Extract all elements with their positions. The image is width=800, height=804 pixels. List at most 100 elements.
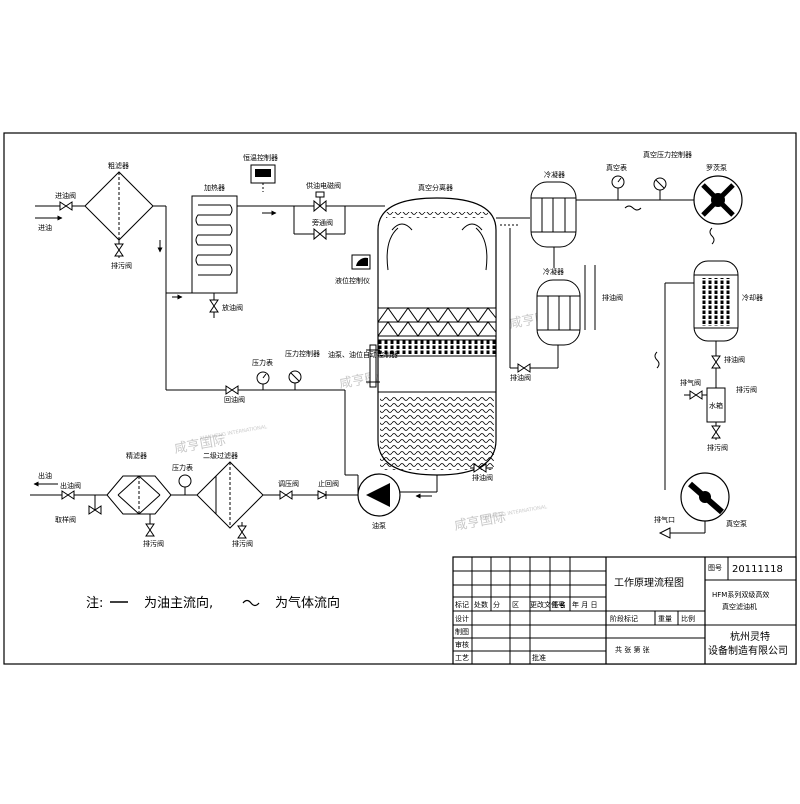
drawing-no: 20111118 [732, 564, 783, 575]
vacuum-gauge-label: 真空表 [606, 163, 627, 172]
row-change: 更改文件号 [530, 600, 565, 609]
water-drain-label: 排污阀 [707, 443, 728, 452]
company-name: 杭州灵特 [730, 630, 770, 643]
heater-drain-label: 放油阀 [222, 303, 243, 312]
row-mark: 标记 [455, 600, 469, 609]
exhaust-label: 排气口 [654, 515, 675, 524]
vacuum-pump-label: 真空泵 [726, 519, 747, 528]
row-label-process: 工艺 [455, 654, 469, 662]
water-box-label: 水箱 [709, 401, 723, 410]
row-sign: 签名 [552, 600, 566, 609]
check-valve-label: 止回阀 [318, 479, 339, 488]
coarse-filter [84, 171, 154, 241]
row-label-review: 审核 [455, 640, 469, 649]
level-gauge [366, 344, 380, 388]
legend-note: 注: 为油主流向, 为气体流向 [86, 595, 340, 611]
condenser-2-label: 冷凝器 [543, 267, 564, 276]
condenser-1 [530, 181, 577, 248]
secondary-filter-drain-label: 排污阀 [232, 539, 253, 548]
watermark-1-sub: XIANHENG INTERNATIONAL [199, 424, 267, 442]
coarse-drain-label: 排污阀 [111, 261, 132, 270]
vacuum-pump [680, 472, 730, 522]
row-section: 分 [493, 600, 500, 609]
row-label-approve: 批准 [532, 653, 546, 662]
sheet-label: 共 张 第 张 [615, 645, 650, 654]
temp-controller[interactable] [250, 164, 276, 184]
oil-pump-label: 油泵 [372, 521, 386, 530]
vent-valve[interactable] [689, 390, 703, 400]
condenser-2 [536, 279, 581, 346]
temp-controller-label: 恒温控制器 [243, 153, 278, 162]
separator-drain-label: 排油阀 [472, 473, 493, 482]
vacuum-separator [377, 197, 497, 476]
level-gauge-label: 油泵、油位自动控制器 [328, 350, 398, 359]
fine-filter-label: 精滤器 [126, 451, 147, 460]
vacuum-separator-label: 真空分离器 [418, 183, 453, 192]
oil-inlet-valve-label: 进油阀 [55, 191, 76, 200]
note-oil: 为油主流向, [144, 595, 213, 611]
weight-label: 重量 [658, 615, 672, 623]
heater-drain-valve[interactable] [209, 299, 219, 313]
solenoid-valve[interactable] [313, 191, 327, 213]
oil-inlet-valve[interactable] [59, 201, 73, 211]
cooler-drain-valve[interactable] [711, 355, 721, 369]
row-count: 处数 [474, 600, 488, 609]
title-block [452, 556, 797, 665]
outlet-valve[interactable] [61, 490, 75, 500]
cooler [693, 260, 739, 342]
fine-filter [106, 475, 172, 515]
product-name: HFM系列双级高效 [712, 590, 769, 599]
condenser-drain-valve[interactable] [517, 363, 531, 373]
drawing-no-label: 图号 [708, 564, 722, 572]
cooler-label: 冷却器 [742, 293, 763, 302]
row-zone: 区 [512, 601, 519, 609]
outlet-label: 出油 [38, 471, 52, 480]
secondary-filter-drain-valve[interactable] [237, 525, 247, 539]
sample-valve-label: 取样阀 [55, 515, 76, 524]
row-label-draw: 制图 [455, 627, 469, 636]
separator-drain-valve[interactable] [473, 463, 487, 473]
sample-valve[interactable] [88, 505, 102, 515]
cooler-drain-label: 排油阀 [602, 293, 623, 302]
note-prefix: 注: [86, 596, 103, 611]
return-valve[interactable] [225, 385, 239, 395]
regulating-valve[interactable] [279, 490, 293, 500]
vent-valve-label: 排气阀 [680, 378, 701, 387]
outlet-valve-label: 出油阀 [60, 481, 81, 490]
condenser-drain-label: 排油阀 [510, 373, 531, 382]
oil-pump [357, 473, 401, 517]
secondary-filter [196, 461, 264, 529]
drawing-title: 工作原理流程图 [614, 576, 684, 589]
check-valve[interactable] [317, 490, 328, 500]
oil-inlet-label: 进油 [38, 223, 52, 232]
roots-pump [693, 175, 743, 225]
product-name-2: 真空滤油机 [722, 602, 757, 611]
stage-mark: 阶段标记 [610, 614, 638, 623]
drawing-frame [3, 132, 797, 665]
cooler-drain-valve-label: 排油阀 [724, 355, 745, 364]
pressure-gauge-2 [178, 474, 192, 488]
gas-flow-symbol [242, 599, 260, 607]
condenser-1-label: 冷凝器 [544, 170, 565, 179]
fine-filter-drain-label: 排污阀 [143, 539, 164, 548]
level-controller[interactable] [351, 254, 371, 270]
regulating-valve-label: 调压阀 [278, 479, 299, 488]
row-label-design: 设计 [455, 614, 469, 623]
solenoid-valve-label: 供油电磁阀 [306, 181, 341, 190]
company-name-2: 设备制造有限公司 [708, 644, 788, 657]
fine-filter-drain-valve[interactable] [145, 523, 155, 537]
water-drain-valve[interactable] [711, 425, 721, 439]
row-date: 年 月 日 [572, 600, 597, 609]
scale-label: 比例 [681, 614, 695, 623]
exhaust-arrow [658, 527, 671, 539]
bypass-valve[interactable] [313, 227, 327, 241]
pressure-gauge-1-label: 压力表 [252, 358, 273, 367]
coarse-drain-valve[interactable] [114, 243, 124, 257]
pressure-gauge-2-label: 压力表 [172, 463, 193, 472]
note-gas: 为气体流向 [275, 595, 340, 611]
level-controller-label: 液位控制仪 [335, 276, 370, 285]
bypass-valve-label: 旁通阀 [312, 218, 333, 227]
return-valve-label: 回油阀 [224, 395, 245, 404]
pressure-controller-label: 压力控制器 [285, 349, 320, 358]
